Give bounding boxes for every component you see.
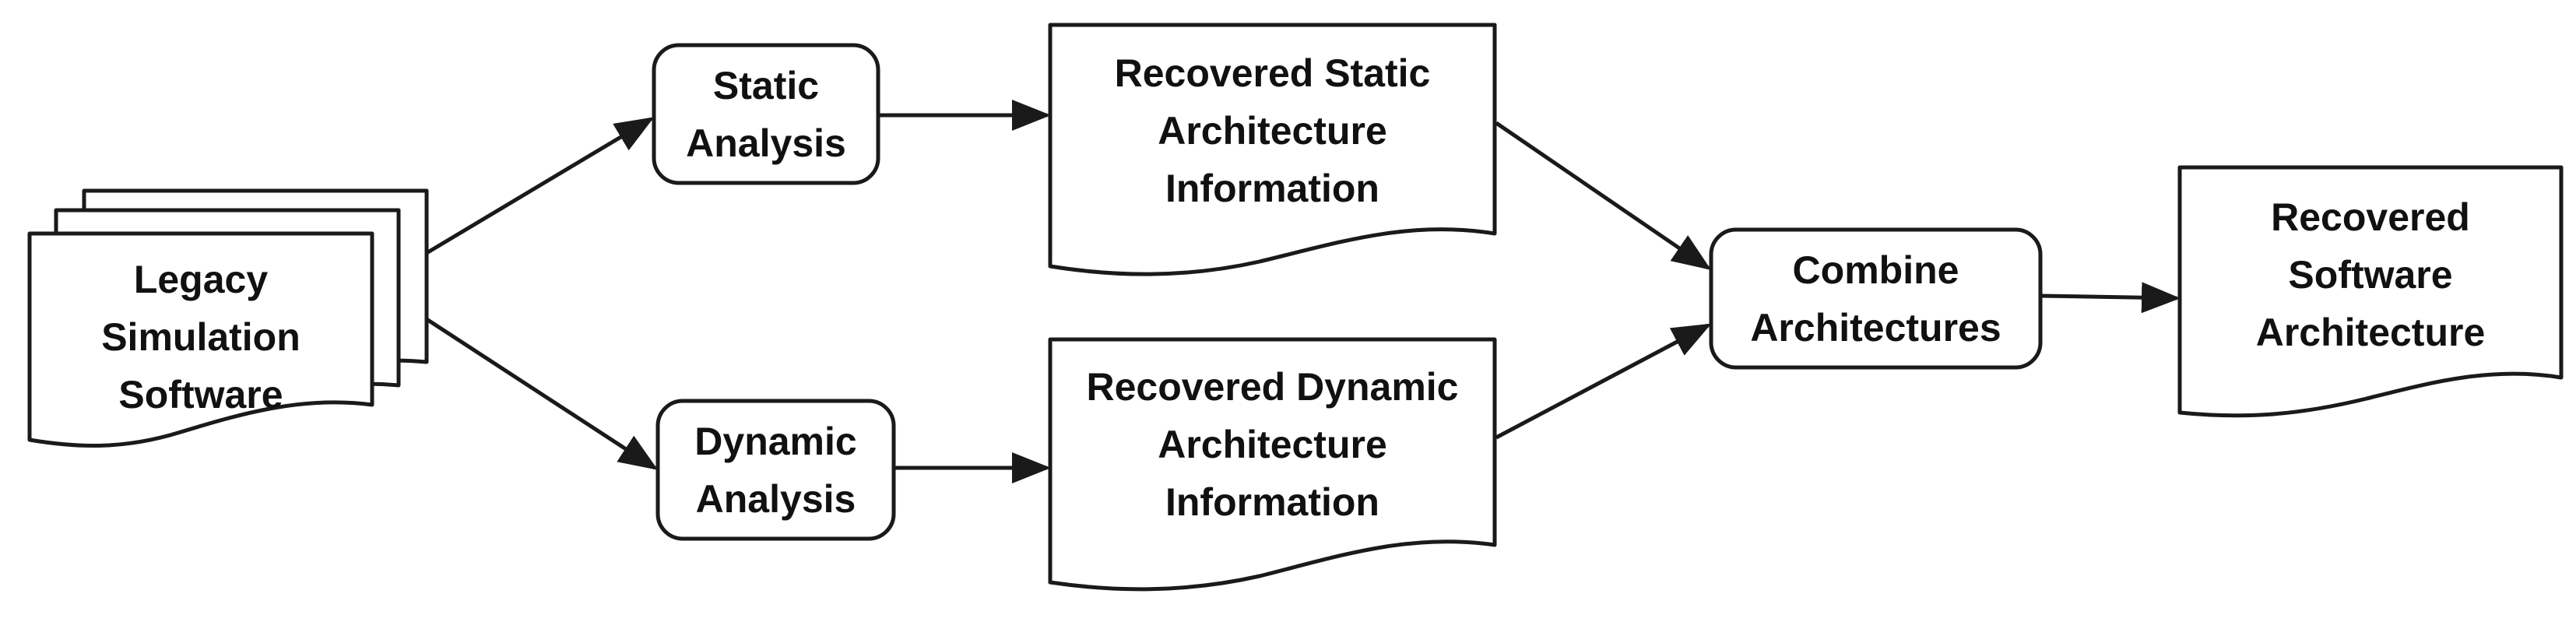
label-line: Architecture [2255,310,2486,354]
recovered-software-architecture-document [2177,165,2564,418]
edge-static-info-to-combine [1495,121,1712,270]
label-line: Analysis [695,476,856,521]
edge-combine-to-result [2040,282,2181,314]
label-line: Architectures [1750,305,2001,350]
label-line: Architecture [1158,422,1387,466]
recovered-static-info-document [1048,23,1497,276]
combine-architectures-box [1709,227,2043,370]
label-line: Recovered [2271,195,2470,239]
label-line: Recovered Static [1114,51,1431,95]
label-line: Dynamic [694,419,857,463]
label-line: Legacy [133,258,269,301]
legacy-software-document-stack [27,188,429,448]
combine-architectures-label: Combine Architectures [1711,230,2040,367]
recovered-dynamic-info-document [1048,337,1497,592]
document-front-sheet [27,231,374,448]
label-line: Architecture [1158,108,1387,153]
label-line: Static [712,63,820,107]
label-line: Combine [1792,248,1959,292]
dynamic-analysis-label: Dynamic Analysis [658,401,894,539]
label-line: Software [118,373,283,416]
edge-legacy-to-dynamic-analysis [425,317,659,470]
label-line: Simulation [101,315,300,359]
edge-legacy-to-static-analysis [425,117,655,255]
recovered-static-info-label: Recovered Static Architecture Informatio… [1050,43,1495,218]
label-line: Analysis [686,121,846,165]
edge-dynamic-info-to-combine [1495,323,1712,440]
static-analysis-label: Static Analysis [654,45,878,183]
legacy-software-label: Legacy Simulation Software [30,248,372,427]
recovered-software-architecture-label: Recovered Software Architecture [2180,187,2561,362]
label-line: Software [2288,252,2453,297]
recovered-dynamic-info-label: Recovered Dynamic Architecture Informati… [1050,357,1495,532]
label-line: Recovered Dynamic [1086,364,1459,409]
label-line: Information [1165,480,1379,524]
label-line: Information [1165,166,1379,210]
